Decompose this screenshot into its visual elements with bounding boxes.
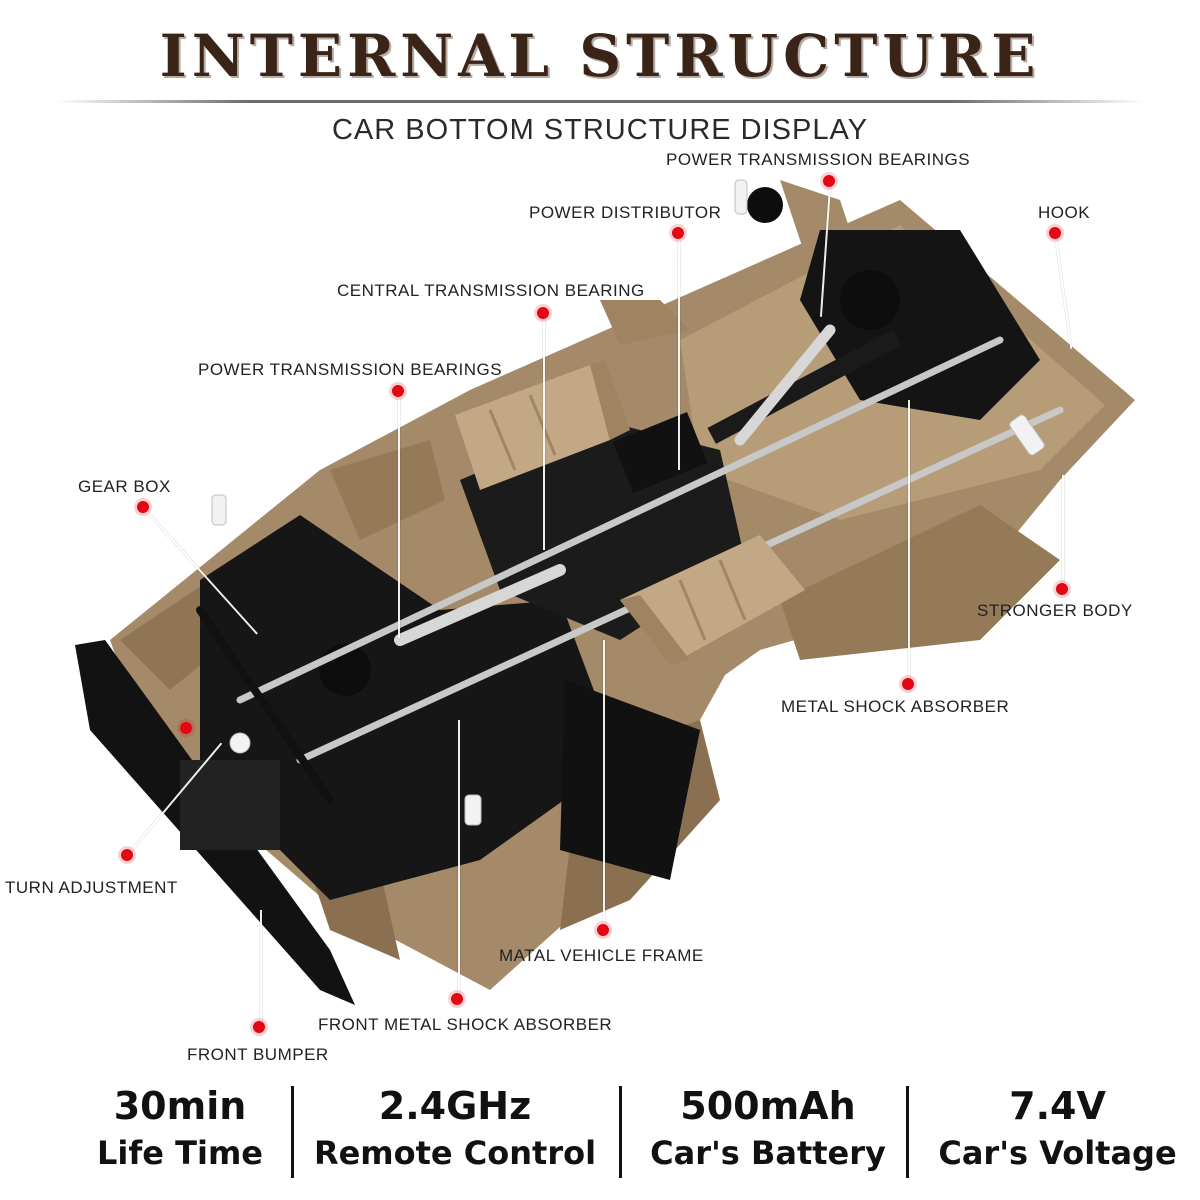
marker-dot bbox=[392, 385, 404, 397]
spec-value: 7.4V bbox=[1009, 1084, 1106, 1128]
marker-dot bbox=[823, 175, 835, 187]
spec-divider bbox=[619, 1086, 622, 1178]
spec-caption: Remote Control bbox=[313, 1134, 597, 1172]
callout-gear-box: GEAR BOX bbox=[78, 477, 171, 496]
callout-vehicle-frame: MATAL VEHICLE FRAME bbox=[499, 946, 704, 965]
callout-front-metal-shock-absorber: FRONT METAL SHOCK ABSORBER bbox=[318, 1015, 613, 1034]
leader-line bbox=[398, 398, 400, 638]
leader-line bbox=[603, 640, 605, 925]
callout-power-transmission-bearings-front: POWER TRANSMISSION BEARINGS bbox=[198, 360, 503, 379]
callout-power-distributor: POWER DISTRIBUTOR bbox=[529, 203, 722, 222]
marker-dot bbox=[451, 993, 463, 1005]
spec-remote-control: 2.4GHz Remote Control bbox=[300, 1082, 610, 1176]
marker-dot bbox=[1049, 227, 1061, 239]
page-title: INTERNAL STRUCTURE bbox=[159, 22, 1041, 90]
tan-body-mounts bbox=[455, 360, 805, 665]
spec-caption: Car's Voltage bbox=[938, 1134, 1177, 1172]
leader-line bbox=[260, 910, 262, 1025]
spec-divider bbox=[906, 1086, 909, 1178]
marker-dot bbox=[253, 1021, 265, 1033]
callout-front-bumper: FRONT BUMPER bbox=[187, 1045, 329, 1064]
marker-dot bbox=[180, 722, 192, 734]
callout-metal-shock-absorber: METAL SHOCK ABSORBER bbox=[781, 697, 1010, 716]
leader-line bbox=[458, 720, 460, 995]
marker-dot bbox=[672, 227, 684, 239]
callout-turn-adjustment: TURN ADJUSTMENT bbox=[5, 878, 178, 897]
marker-dot bbox=[537, 307, 549, 319]
page-subtitle: CAR BOTTOM STRUCTURE DISPLAY bbox=[331, 114, 869, 146]
callout-power-transmission-bearings-rear: POWER TRANSMISSION BEARINGS bbox=[666, 150, 971, 169]
spec-car-voltage: 7.4V Car's Voltage bbox=[915, 1082, 1200, 1176]
callout-stronger-body: STRONGER BODY bbox=[977, 601, 1133, 620]
callout-central-transmission-bearing: CENTRAL TRANSMISSION BEARING bbox=[337, 281, 645, 300]
leader-line bbox=[543, 320, 545, 550]
marker-dot bbox=[597, 924, 609, 936]
spec-value: 500mAh bbox=[680, 1084, 856, 1128]
title-divider bbox=[55, 100, 1145, 103]
marker-dot bbox=[1056, 583, 1068, 595]
spec-caption: Life Time bbox=[97, 1134, 263, 1172]
spec-value: 2.4GHz bbox=[378, 1084, 532, 1128]
leader-line bbox=[1062, 475, 1064, 590]
spec-caption: Car's Battery bbox=[650, 1134, 886, 1172]
spec-divider bbox=[291, 1086, 294, 1178]
spec-value: 30min bbox=[113, 1084, 247, 1128]
marker-dot bbox=[902, 678, 914, 690]
marker-dot bbox=[137, 501, 149, 513]
marker-dot bbox=[121, 849, 133, 861]
leader-line bbox=[678, 240, 680, 470]
callout-hook: HOOK bbox=[1038, 203, 1091, 222]
leader-line bbox=[908, 400, 910, 685]
white-axle-tips bbox=[211, 179, 1045, 826]
spec-life-time: 30min Life Time bbox=[80, 1082, 280, 1176]
spec-car-battery: 500mAh Car's Battery bbox=[628, 1082, 908, 1176]
